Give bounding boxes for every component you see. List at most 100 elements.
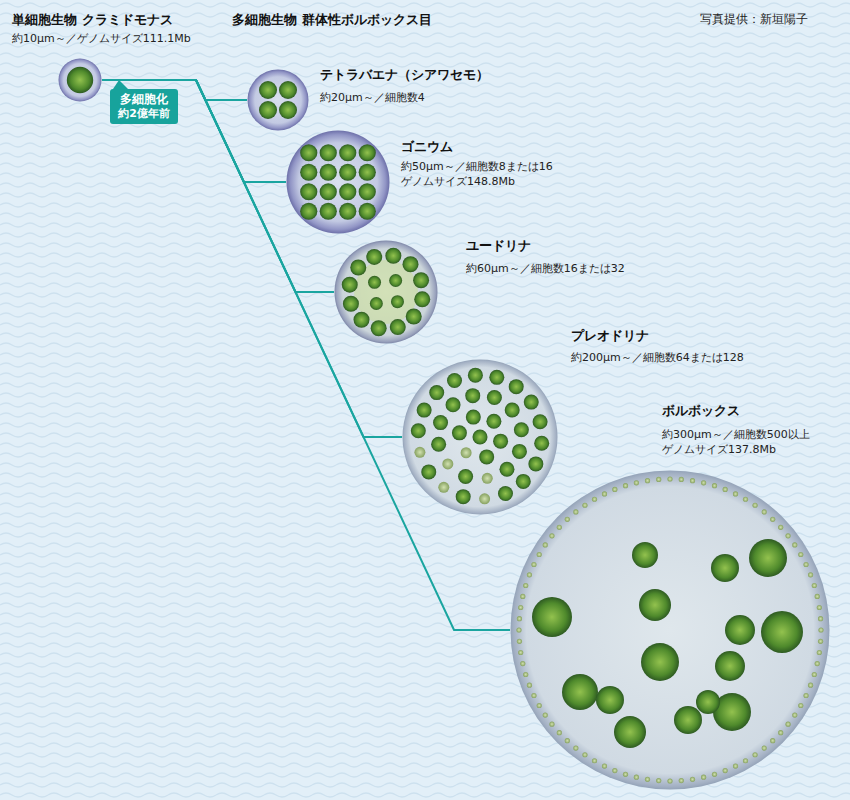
- organism-info: 約300μm～／細胞数500以上: [662, 428, 810, 442]
- colony-outline: [248, 70, 309, 131]
- cell: [414, 291, 430, 307]
- cell: [632, 542, 658, 568]
- cell: [468, 368, 483, 383]
- organism-name: ボルボックス: [662, 403, 740, 419]
- cell: [300, 164, 317, 181]
- cell: [573, 509, 578, 514]
- cell: [413, 272, 429, 288]
- cell: [350, 260, 366, 276]
- cell: [602, 763, 607, 768]
- cell: [752, 752, 757, 757]
- cell: [674, 706, 702, 734]
- cell: [531, 693, 536, 698]
- cell: [582, 503, 587, 508]
- cell: [725, 615, 755, 645]
- cell: [359, 203, 376, 220]
- cell: [514, 422, 529, 437]
- cell: [701, 775, 706, 780]
- cell: [429, 385, 444, 400]
- cell: [812, 672, 817, 677]
- cell: [67, 67, 93, 93]
- cell: [733, 763, 738, 768]
- cell: [752, 503, 757, 508]
- cell: [421, 464, 436, 479]
- cell: [520, 661, 525, 666]
- cell: [320, 203, 337, 220]
- cell: [489, 370, 504, 385]
- cell: [300, 144, 317, 161]
- cell: [623, 483, 628, 488]
- cell: [656, 778, 661, 783]
- cell: [371, 320, 387, 336]
- cell: [798, 552, 803, 557]
- cell: [359, 183, 376, 200]
- cell: [808, 572, 813, 577]
- cell: [524, 395, 539, 410]
- cell: [645, 478, 650, 483]
- organism-info: ゲノムサイズ137.8Mb: [662, 443, 776, 457]
- cell: [808, 683, 813, 688]
- colony-outline: [511, 471, 830, 790]
- cell: [368, 276, 381, 289]
- cell: [343, 296, 359, 312]
- cell: [479, 449, 494, 464]
- cell: [543, 712, 548, 717]
- cell: [446, 397, 461, 412]
- cell: [573, 745, 578, 750]
- badge-pointer: [113, 80, 128, 89]
- colony-photo: [58, 58, 102, 102]
- cell: [528, 456, 543, 471]
- organism-node: テトラバエナ（シアワセモ）約20μm～／細胞数4: [247, 69, 309, 131]
- cell: [532, 597, 572, 637]
- organism-name: テトラバエナ（シアワセモ）: [320, 67, 489, 83]
- colony-photo: [286, 130, 390, 234]
- cell: [614, 716, 646, 748]
- cell: [723, 487, 728, 492]
- cell: [499, 462, 514, 477]
- cell: [602, 491, 607, 496]
- cell: [391, 295, 404, 308]
- cell: [498, 486, 513, 501]
- cell: [518, 650, 523, 655]
- cell: [461, 447, 472, 458]
- cell: [520, 594, 525, 599]
- organism-node: ユードリナ約60μm～／細胞数16または32: [334, 240, 438, 344]
- cell: [300, 183, 317, 200]
- cell: [354, 312, 370, 328]
- cell: [385, 248, 401, 264]
- cell: [537, 703, 542, 708]
- cell: [565, 738, 570, 743]
- cell: [505, 403, 520, 418]
- cell: [770, 738, 775, 743]
- cell: [679, 477, 684, 482]
- cell: [518, 605, 523, 610]
- cell: [279, 101, 297, 119]
- cell: [712, 483, 717, 488]
- cell: [778, 730, 783, 735]
- cell: [259, 81, 277, 99]
- cell: [815, 594, 820, 599]
- cell: [582, 752, 587, 757]
- organism-node: ボルボックス約300μm～／細胞数500以上ゲノムサイズ137.8Mb: [510, 470, 830, 790]
- cell: [723, 768, 728, 773]
- colony-outline: [403, 360, 558, 515]
- organism-info: 約20μm～／細胞数4: [320, 91, 425, 105]
- colony-photo: [402, 359, 558, 515]
- organism-name: ユードリナ: [466, 238, 531, 254]
- cell: [562, 674, 598, 710]
- badge-title: 多細胞化: [117, 92, 171, 107]
- organism-name: ゴニウム: [401, 139, 453, 155]
- cell: [279, 81, 297, 99]
- cell: [516, 627, 521, 632]
- organism-info: 約10μm～／ゲノムサイズ111.1Mb: [12, 32, 191, 46]
- organism-name: 単細胞生物 クラミドモナス: [12, 12, 173, 28]
- cell: [389, 274, 402, 287]
- cell: [417, 403, 432, 418]
- cell: [300, 203, 317, 220]
- cell: [447, 373, 462, 388]
- cell: [639, 589, 671, 621]
- cell: [818, 616, 823, 621]
- cell: [517, 616, 522, 621]
- cell: [792, 712, 797, 717]
